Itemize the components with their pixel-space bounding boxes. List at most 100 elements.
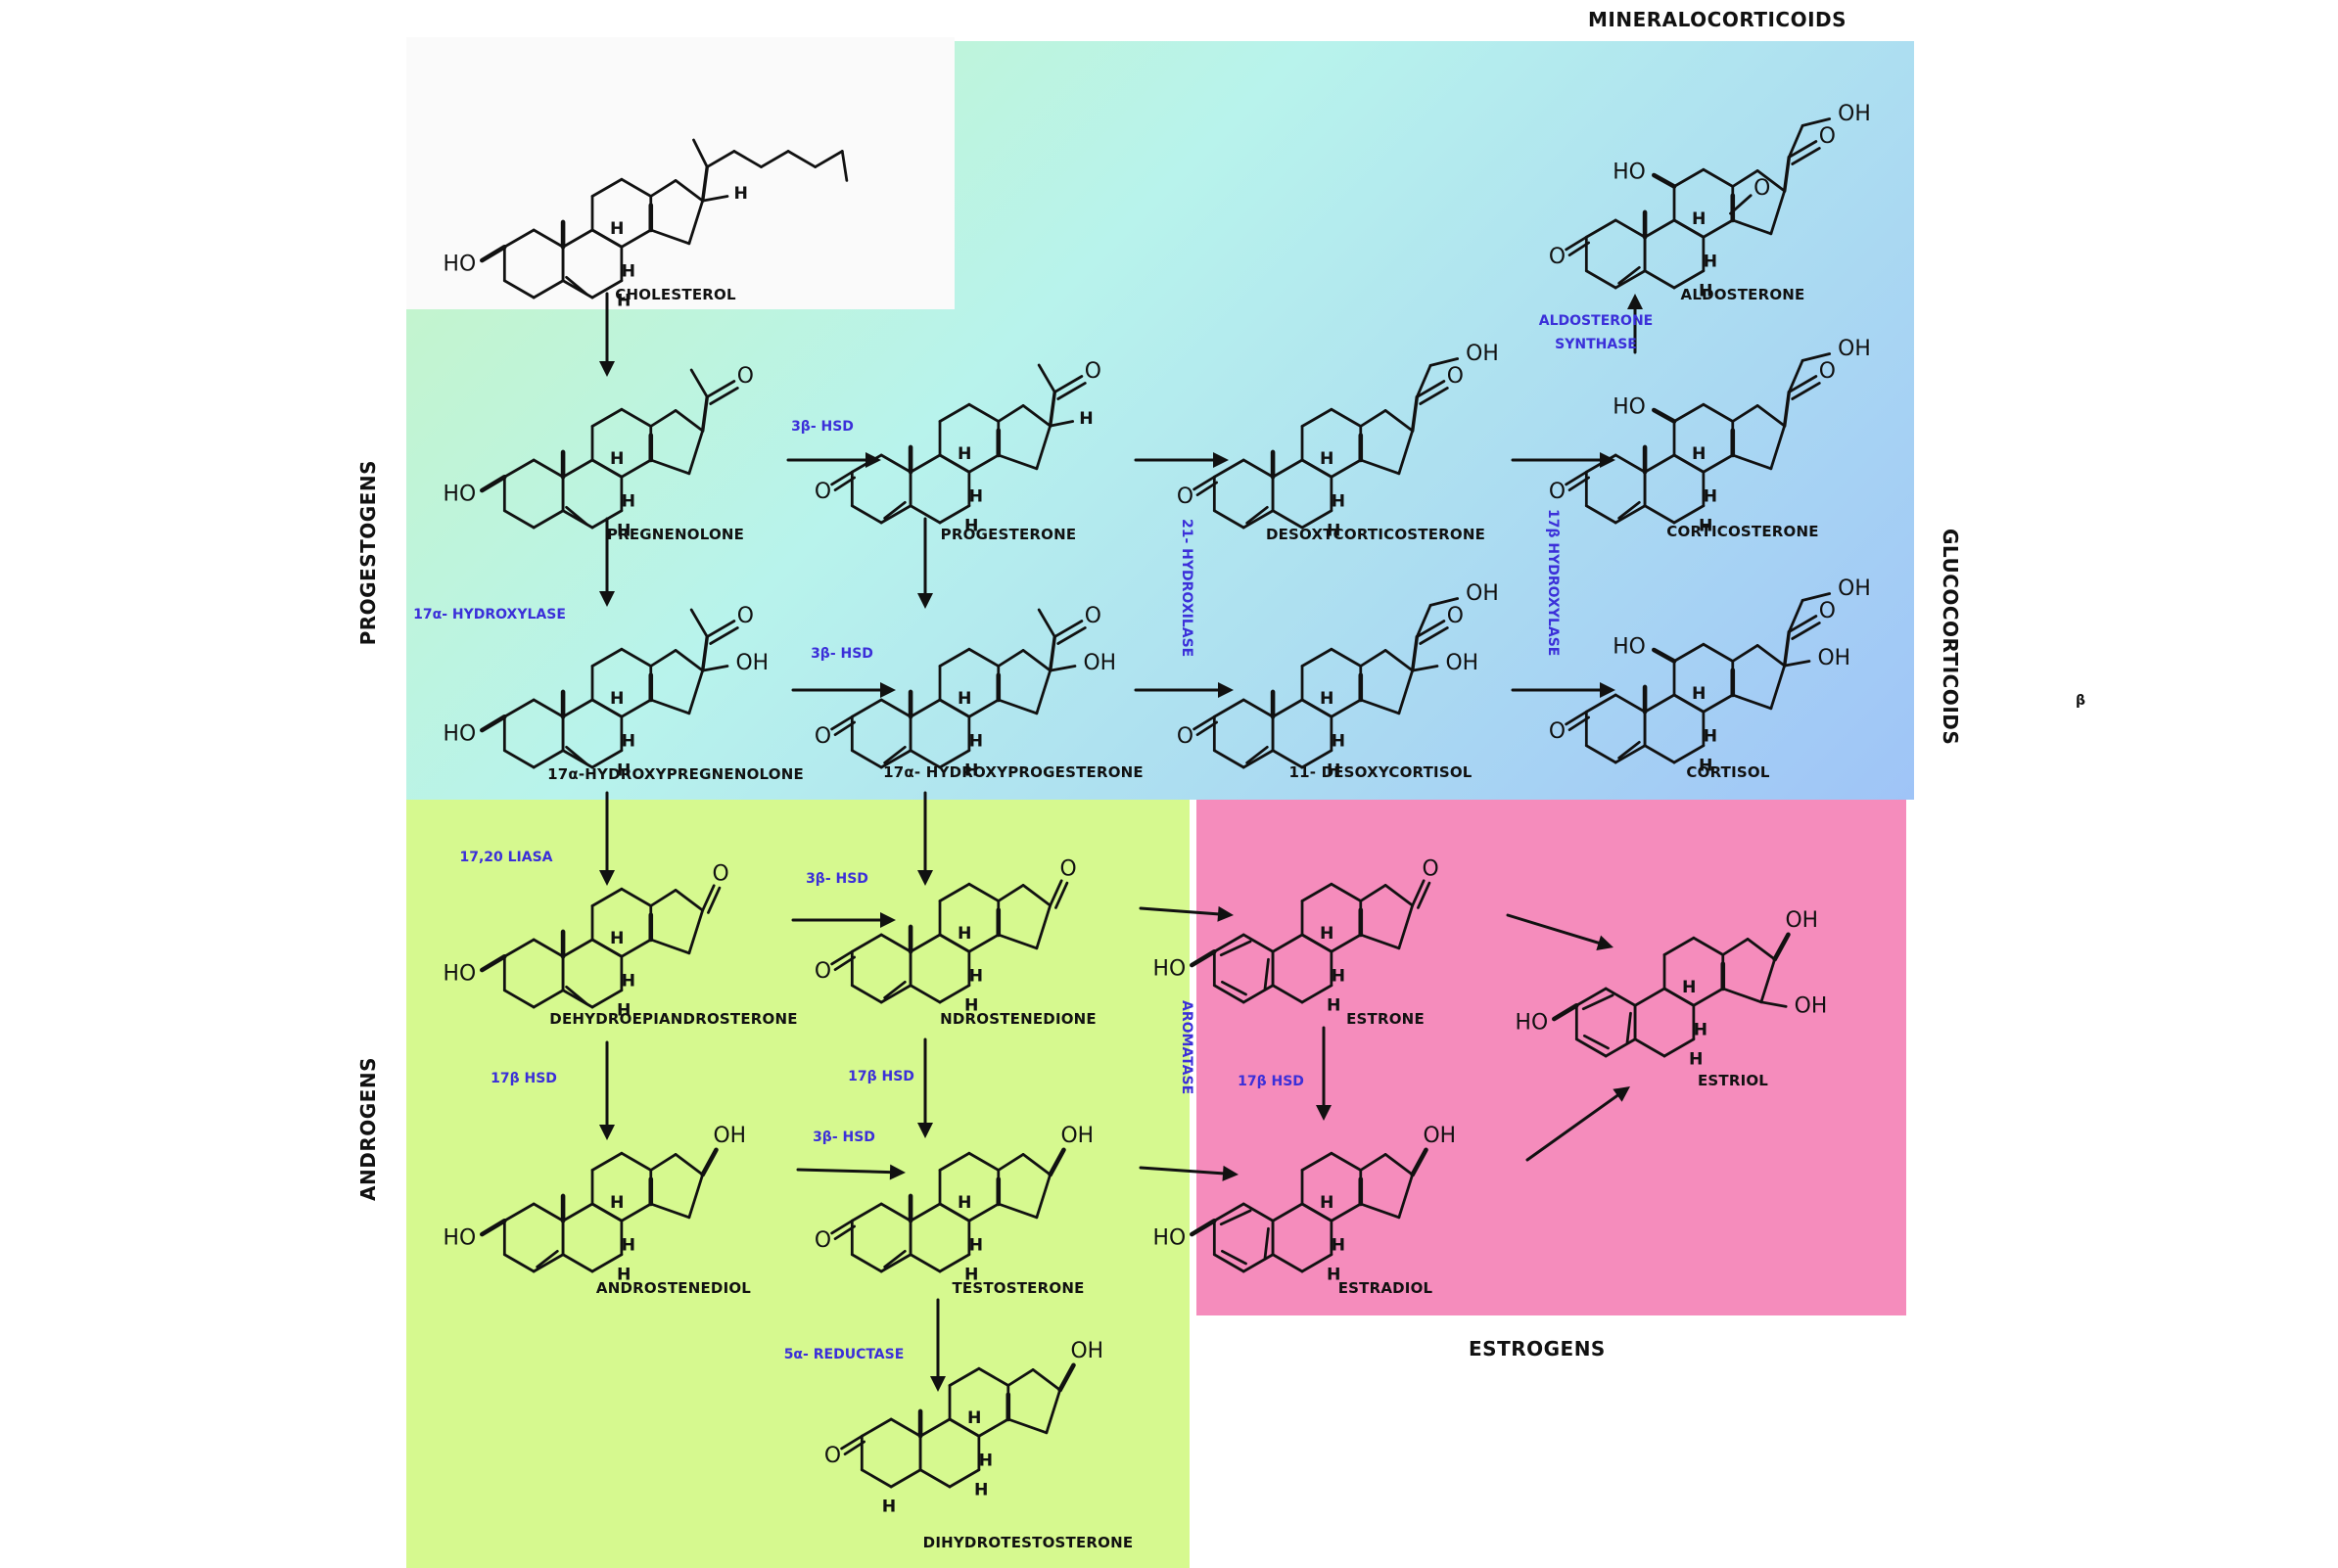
svg-text:H: H [1704,727,1717,747]
svg-text:O: O [1819,599,1836,623]
svg-text:OH: OH [1838,576,1871,601]
svg-text:OH: OH [1060,1124,1094,1148]
svg-text:H: H [1689,1049,1703,1069]
svg-text:H: H [1332,967,1345,987]
svg-text:H: H [622,972,635,992]
svg-text:H: H [1699,756,1712,775]
svg-text:H: H [1327,521,1340,540]
mineralocorticoids-label: MINERALOCORTICOIDS [1588,8,1847,31]
svg-text:H: H [1320,449,1333,469]
svg-text:HO: HO [1516,1011,1549,1036]
svg-text:H: H [610,689,624,709]
svg-text:H: H [974,1480,988,1499]
svg-text:H: H [1332,732,1345,752]
svg-text:O: O [815,1228,831,1253]
svg-text:OH: OH [1838,102,1871,126]
svg-text:H: H [1079,409,1093,429]
compound-estradiol: ESTRADIOL [1337,1279,1433,1297]
svg-text:H: H [958,444,971,464]
svg-text:H: H [622,492,635,512]
svg-text:O: O [1549,245,1566,269]
svg-text:H: H [1682,978,1696,997]
compound-cortisol: CORTISOL [1686,763,1770,781]
svg-text:H: H [1692,209,1706,229]
arrow-testo-estradiol [1139,1165,1239,1181]
svg-text:OH: OH [1795,993,1828,1018]
arrow-estrone-estradiol [1316,1026,1332,1121]
svg-text:OH: OH [1083,651,1116,675]
svg-text:H: H [1704,487,1717,507]
estrogen-region [1196,800,1906,1315]
arrow-doc-cort [1511,452,1615,468]
svg-text:HO: HO [444,962,477,987]
arrow-androstenediol-testo [796,1164,906,1180]
arrow-prog-17ohprog [917,517,933,609]
svg-text:H: H [622,732,635,752]
svg-text:HO: HO [1613,635,1646,660]
svg-text:H: H [1694,1021,1707,1040]
svg-text:OH: OH [1838,337,1871,361]
svg-text:H: H [1704,253,1717,272]
arrow-17ohprog-11doc [1134,682,1234,698]
svg-text:OH: OH [735,651,769,675]
enzyme-21-hydroxylase: 21- HYDROXILASE [1179,519,1194,658]
arrow-11doc-cortisol [1511,682,1615,698]
svg-text:H: H [958,1193,971,1213]
estrogens-label: ESTROGENS [1469,1337,1606,1360]
compound-dihydrotestosterone: DIHYDROTESTOSTERONE [922,1534,1134,1551]
svg-text:H: H [1699,281,1712,300]
svg-text:H: H [617,1000,631,1020]
svg-text:O: O [815,724,831,749]
svg-text:HO: HO [1613,161,1646,185]
enzyme-3b-hsd-andro: 3β- HSD [806,871,868,887]
svg-text:HO: HO [444,483,477,507]
arrow-estrone-estriol [1506,913,1613,950]
svg-text:H: H [979,1452,993,1471]
svg-text:H: H [610,219,624,239]
arrow-estradiol-estriol [1525,1086,1630,1162]
enzyme-17a-hydroxylase: 17α- HYDROXYLASE [413,607,566,623]
svg-text:H: H [969,967,983,987]
enzyme-17b-hydroxylase: 17β HYDROXYLASE [1545,509,1561,657]
svg-text:H: H [958,689,971,709]
svg-text:H: H [964,1265,978,1284]
svg-text:H: H [969,487,983,507]
arrow-17ohprog-andro [917,791,933,886]
enzyme-5a-reductase: 5α- REDUCTASE [783,1347,905,1362]
compound-pregnenolone: PREGNENOLONE [606,526,745,543]
svg-text:H: H [1332,1236,1345,1256]
compound-dhea: DEHYDROEPIANDROSTERONE [549,1010,798,1028]
arrow-cort-aldo [1627,294,1643,354]
svg-text:OH: OH [1445,651,1478,675]
svg-text:OH: OH [1466,581,1499,606]
enzyme-17b-hsd-left: 17β HSD [491,1071,557,1086]
arrow-andro-estrone [1139,905,1234,922]
stray-beta-mark: β [2076,693,2086,709]
svg-text:H: H [964,995,978,1015]
svg-text:H: H [1692,684,1706,704]
svg-text:O: O [815,480,831,504]
svg-text:H: H [1699,516,1712,535]
svg-text:O: O [1422,856,1438,881]
svg-text:H: H [610,1193,624,1213]
svg-text:H: H [1332,492,1345,512]
compound-estrone: ESTRONE [1346,1010,1425,1028]
arrow-dhea-androstenediol [599,1040,615,1140]
svg-text:H: H [610,449,624,469]
androgen-region [406,800,1190,1568]
svg-text:O: O [1177,484,1193,509]
svg-text:H: H [882,1498,896,1517]
svg-text:H: H [967,1408,981,1428]
svg-text:H: H [969,732,983,752]
